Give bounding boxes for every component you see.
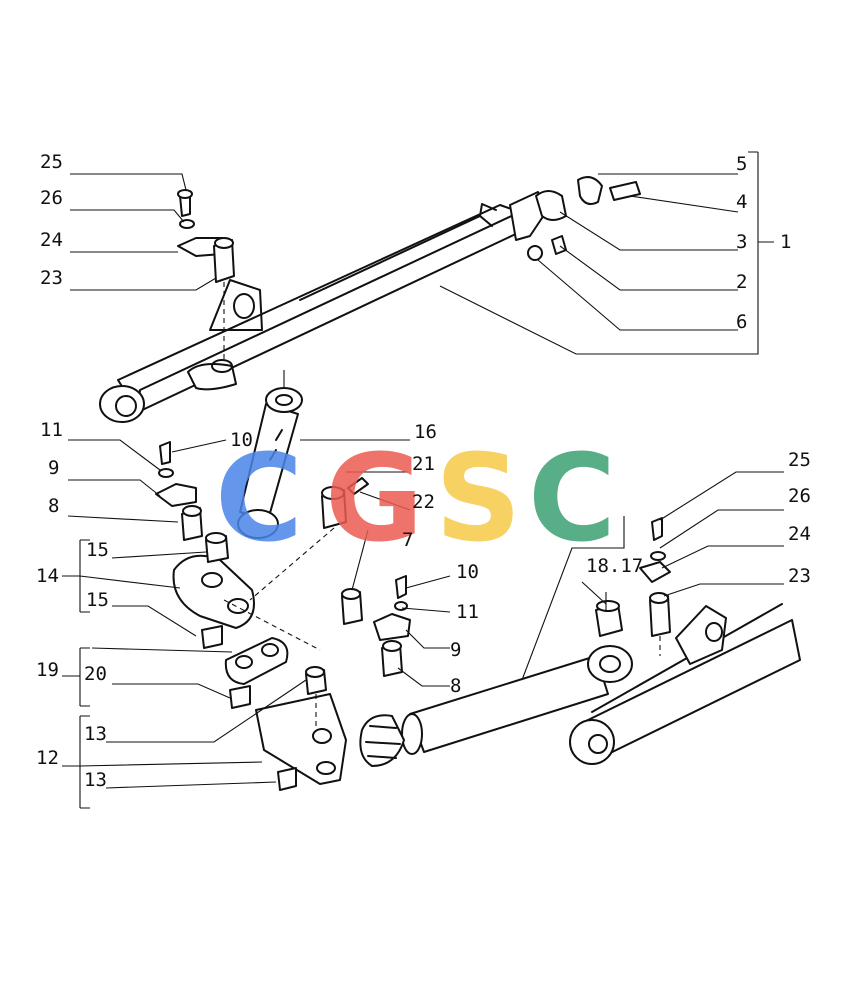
callout-7: 7	[402, 529, 413, 551]
pin-assembly-left	[155, 441, 203, 541]
callout-23-upper: 23	[40, 267, 63, 289]
callout-2: 2	[736, 271, 747, 293]
callout-5: 5	[736, 153, 747, 175]
watermark-letter-4: C	[528, 430, 616, 569]
watermark-letter-1: C	[215, 430, 303, 569]
callout-13-bottom: 13	[84, 769, 107, 791]
callout-15-bottom: 15	[86, 589, 109, 611]
callout-8-left: 8	[48, 495, 59, 517]
callout-4: 4	[736, 191, 747, 213]
callout-25-upper: 25	[40, 151, 63, 173]
lift-rod	[237, 370, 303, 539]
callout-24-right: 24	[788, 523, 811, 545]
callout-13-top: 13	[84, 723, 107, 745]
callout-26-right: 26	[788, 485, 811, 507]
callout-numbers: 5 4 3 1 2 6 25 26 24 23 11 10 16 21 9 22…	[36, 151, 811, 791]
callout-1: 1	[780, 231, 791, 253]
link-19	[224, 637, 289, 709]
callout-26-upper: 26	[40, 187, 63, 209]
callout-18-17: 18.17	[586, 555, 643, 577]
callout-20: 20	[84, 663, 107, 685]
callout-24-upper: 24	[40, 229, 63, 251]
leader-lines	[62, 151, 784, 809]
callout-9-center: 9	[450, 639, 461, 661]
watermark-letter-3: S	[435, 430, 521, 569]
callout-21: 21	[412, 453, 435, 475]
callout-3: 3	[736, 231, 747, 253]
callout-23-right: 23	[788, 565, 811, 587]
end-fitting-group	[509, 176, 641, 261]
pin-assembly-upper-left	[177, 189, 235, 362]
callout-14: 14	[36, 565, 59, 587]
lower-right-arm	[569, 517, 801, 765]
callout-11-center: 11	[456, 601, 479, 623]
callout-22: 22	[412, 491, 435, 513]
callout-25-right: 25	[788, 449, 811, 471]
callout-12: 12	[36, 747, 59, 769]
callout-16: 16	[414, 421, 437, 443]
bush-group-center	[249, 477, 369, 625]
upper-lift-arm	[99, 203, 521, 423]
pin-assembly-center-right	[373, 575, 411, 677]
callout-9-left: 9	[48, 457, 59, 479]
watermark-letter-2: G	[325, 430, 424, 569]
callout-15-top: 15	[86, 539, 109, 561]
callout-11-left: 11	[40, 419, 63, 441]
cgsc-watermark: C G S C	[215, 430, 616, 569]
callout-10-center: 10	[456, 561, 479, 583]
adjustable-link	[359, 645, 633, 767]
callout-10-left: 10	[230, 429, 253, 451]
callout-19: 19	[36, 659, 59, 681]
clevis-12	[223, 599, 347, 791]
callout-8-center: 8	[450, 675, 461, 697]
callout-6: 6	[736, 311, 747, 333]
link-assembly	[172, 532, 255, 649]
